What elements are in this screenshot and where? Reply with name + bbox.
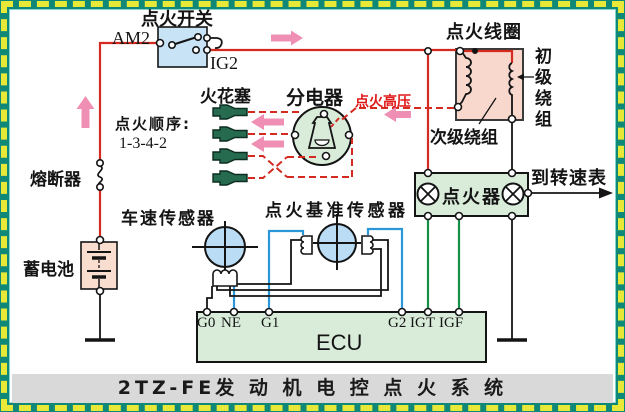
terminal-igniter-power — [423, 168, 433, 178]
primary-winding-label: 初级绕组 — [535, 47, 552, 130]
terminal-coil-primary-bottom — [507, 114, 517, 124]
terminal-distributor-top — [319, 109, 329, 119]
diagram-title: 2TZ-FE发 动 机 电 控 点 火 系 统 — [12, 374, 613, 403]
igniter-symbol-right-x2 — [505, 186, 521, 202]
distributor-label: 分电器 — [286, 87, 344, 109]
terminal-ecu-g0 — [202, 307, 212, 317]
junction-ig2-branch — [423, 46, 432, 55]
flow-arrow-left-2-icon — [251, 136, 284, 152]
primary-winding-coil — [508, 62, 515, 119]
junction-coil-dot — [472, 48, 478, 54]
secondary-pointer-line — [478, 97, 497, 125]
hv-line-plug3 — [248, 155, 288, 178]
spark-plug-4 — [212, 170, 248, 186]
ecu-label: ECU — [316, 330, 363, 355]
ref-sensor-pickup-right — [361, 235, 374, 255]
terminal-switch-pivot — [168, 40, 177, 49]
ecu-terminal-g0-label: G0 — [197, 315, 216, 331]
igniter-output-symbols — [416, 182, 525, 206]
hv-dash-in-rotor — [330, 117, 340, 128]
hv-line-plug4 — [248, 156, 288, 179]
speed-sensor-pickup — [212, 269, 238, 287]
ecu-terminal-igt-label: IGT — [410, 315, 435, 331]
tachometer-label: 到转速表 — [531, 168, 607, 189]
terminal-battery-negative — [95, 286, 105, 296]
fuse-label: 熔断器 — [30, 170, 81, 190]
hv-flow-arrow-icon — [384, 107, 411, 122]
tachometer-arrowhead — [599, 187, 613, 199]
rotor-notch — [314, 139, 330, 147]
wire-g1 — [267, 229, 305, 311]
fuse-element — [97, 165, 103, 187]
terminal-ecu-igt — [423, 307, 433, 317]
terminal-distributor-right — [344, 130, 354, 140]
spark-plug-3 — [212, 148, 248, 164]
terminal-igniter-coil — [507, 168, 517, 178]
terminal-distributor-left — [290, 130, 300, 140]
terminal-ecu-igf — [454, 307, 464, 317]
flow-arrow-up-icon — [76, 96, 95, 128]
terminal-am2 — [155, 38, 165, 48]
terminal-igniter-ground — [507, 211, 517, 221]
terminal-ecu-g1 — [264, 307, 274, 317]
secondary-winding-label: 次级绕组 — [430, 128, 498, 148]
terminal-ig2-label: IG2 — [210, 53, 238, 73]
battery-label: 蓄电池 — [23, 260, 74, 280]
ignition-switch-label: 点火开关 — [141, 9, 213, 30]
ref-sensor-label: 点火基准传感器 — [265, 201, 409, 221]
spark-plug-1 — [212, 104, 248, 120]
terminal-coil-top — [455, 46, 465, 56]
firing-order-value: 1-3-4-2 — [119, 135, 167, 152]
terminal-distributor-bottom — [321, 151, 331, 161]
spark-plug-2 — [212, 126, 248, 142]
distributor-rotor — [307, 116, 337, 149]
ecu-terminal-igf-label: IGF — [439, 315, 464, 331]
spark-plug-label: 火花塞 — [200, 87, 251, 107]
ref-sensor-pickup-left — [300, 235, 313, 255]
terminal-ig2 — [203, 45, 212, 54]
switch-open-terminal-hook — [207, 37, 223, 49]
ignition-coil-label: 点火线圈 — [446, 22, 522, 43]
high-voltage-label: 点火高压 — [355, 94, 411, 110]
terminal-switch-blade-end — [194, 32, 203, 41]
terminal-switch-top-right — [203, 33, 212, 42]
terminal-igniter-igf — [454, 211, 464, 221]
secondary-winding-coil — [458, 51, 472, 106]
terminal-fuse-top — [96, 159, 105, 168]
wire-am2-to-fuse — [98, 41, 160, 163]
terminal-igniter-tach — [523, 188, 533, 198]
ecu-box — [196, 311, 487, 363]
ignition-switch-box — [157, 26, 208, 68]
terminal-ecu-g2 — [397, 307, 407, 317]
flow-arrow-right-icon — [271, 30, 303, 46]
ecu-terminal-g1-label: G1 — [261, 315, 280, 331]
primary-pointer-arrowhead — [517, 73, 524, 81]
igniter-label: 点火器 — [442, 187, 502, 208]
hv-line-into-rotor — [338, 107, 357, 123]
wire-g2 — [366, 227, 404, 311]
terminal-coil-hv — [453, 102, 463, 112]
harness-loop-2 — [216, 239, 389, 291]
igniter-symbol-left-x2 — [420, 186, 436, 202]
harness-loop-3 — [229, 248, 382, 297]
terminal-fuse-bottom — [96, 183, 105, 192]
ecu-terminal-g2-label: G2 — [388, 315, 407, 331]
switch-blade — [171, 36, 198, 46]
flow-arrow-left-1-icon — [251, 114, 284, 130]
terminal-battery-positive — [95, 235, 105, 245]
speed-sensor-label: 车速传感器 — [121, 209, 216, 229]
terminal-switch-bottom — [192, 45, 201, 54]
wire-g0 — [206, 286, 213, 311]
terminal-ecu-ne — [229, 307, 239, 317]
terminal-am2-label: AM2 — [112, 28, 151, 48]
firing-order-label: 点火顺序: — [115, 115, 191, 133]
terminal-igniter-igt — [423, 211, 433, 221]
ecu-terminal-ne-label: NE — [221, 315, 241, 331]
